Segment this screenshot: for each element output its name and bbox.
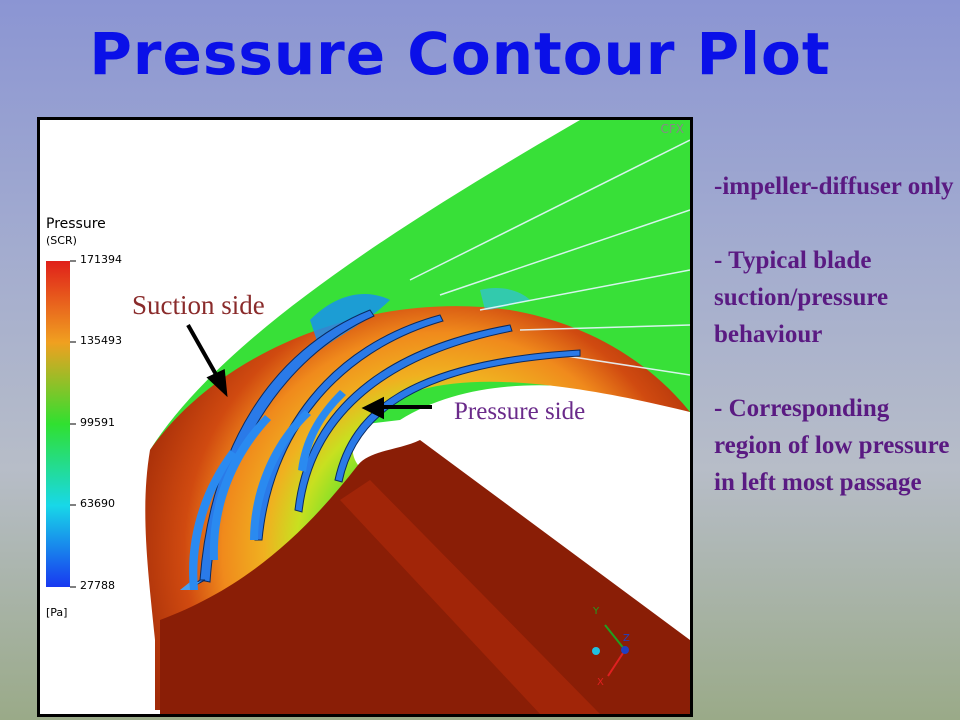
bullet-list: -impeller-diffuser only - Typical blade … — [714, 168, 954, 538]
axis-y-label: Y — [593, 606, 600, 617]
blade-roots — [189, 390, 346, 590]
legend-tick-min: 27788 — [80, 579, 115, 592]
legend-unit: [Pa] — [46, 606, 68, 619]
legend-subtitle: (SCR) — [46, 234, 77, 247]
axis-z-label: Z — [623, 633, 630, 644]
bullet-item: -impeller-diffuser only — [714, 173, 954, 200]
legend-tick-4: 63690 — [80, 497, 115, 510]
diffuser-vanes — [409, 139, 690, 376]
axis-x-label: X — [597, 677, 604, 688]
cfx-watermark: CFX — [660, 122, 684, 136]
legend-tick-max: 171394 — [80, 253, 122, 266]
legend-title: Pressure — [46, 216, 106, 232]
legend-tick-3: 99591 — [80, 416, 115, 429]
pressure-side-label: Pressure side — [454, 398, 586, 425]
annotation-arrows — [186, 324, 432, 420]
contour-plot-graphic — [46, 120, 690, 714]
slide-title: Pressure Contour Plot — [89, 20, 831, 88]
suction-side-label: Suction side — [132, 290, 265, 320]
bullet-item: - Corresponding region of low pressure i… — [714, 395, 950, 496]
legend-colorbar — [46, 261, 70, 587]
bullet-item: - Typical blade suction/pressure behavio… — [714, 247, 889, 348]
legend-tick-2: 135493 — [80, 334, 122, 347]
pressure-contour-figure: CFX Pressure (SCR) 171394 135493 99591 6… — [37, 117, 693, 717]
legend-tick-marks — [70, 260, 76, 588]
axis-triad — [592, 624, 629, 677]
